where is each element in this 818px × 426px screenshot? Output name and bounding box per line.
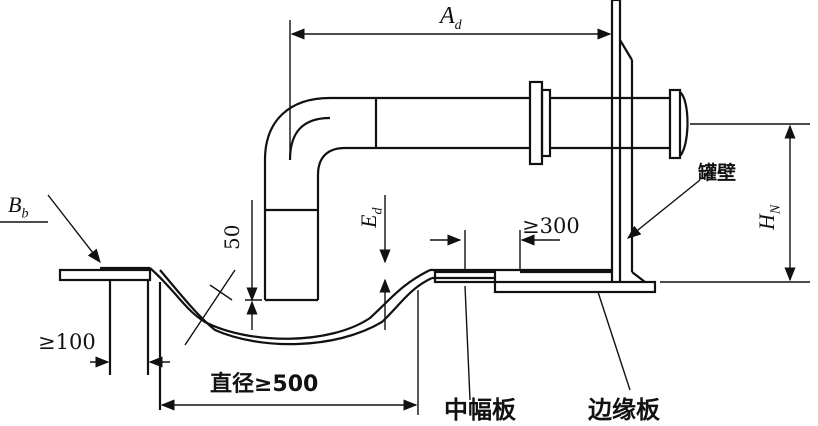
- middle-plate: [433, 270, 497, 284]
- suction-pipe: [263, 80, 689, 302]
- label-edge-plate: 边缘板: [588, 396, 660, 424]
- edge-plate: [493, 268, 657, 294]
- sump-bowl: [149, 267, 520, 346]
- label-bb: Bb: [8, 192, 29, 222]
- label-ed: Ed: [356, 207, 386, 228]
- label-50: 50: [220, 224, 244, 250]
- label-diameter: 直径≥500: [210, 372, 319, 397]
- leader-tank-wall: [626, 179, 701, 239]
- label-hn: HN: [754, 204, 784, 230]
- leader-plates: [464, 285, 631, 401]
- label-300: ≥300: [522, 214, 580, 238]
- tank-wall: [610, 0, 646, 283]
- dim-50: [245, 200, 262, 330]
- bottom-plate-left: [58, 266, 162, 410]
- label-100: ≥100: [38, 330, 96, 354]
- label-middle-plate: 中幅板: [444, 396, 516, 424]
- dim-ad: [289, 20, 612, 160]
- dim-300: [430, 230, 560, 270]
- weld-leader: [184, 269, 236, 346]
- label-tank-wall: 罐壁: [698, 162, 737, 184]
- dim-diameter: [160, 290, 419, 415]
- dim-hn: [660, 123, 810, 283]
- leader-bb: [0, 194, 101, 264]
- label-ad: Ad: [440, 3, 462, 33]
